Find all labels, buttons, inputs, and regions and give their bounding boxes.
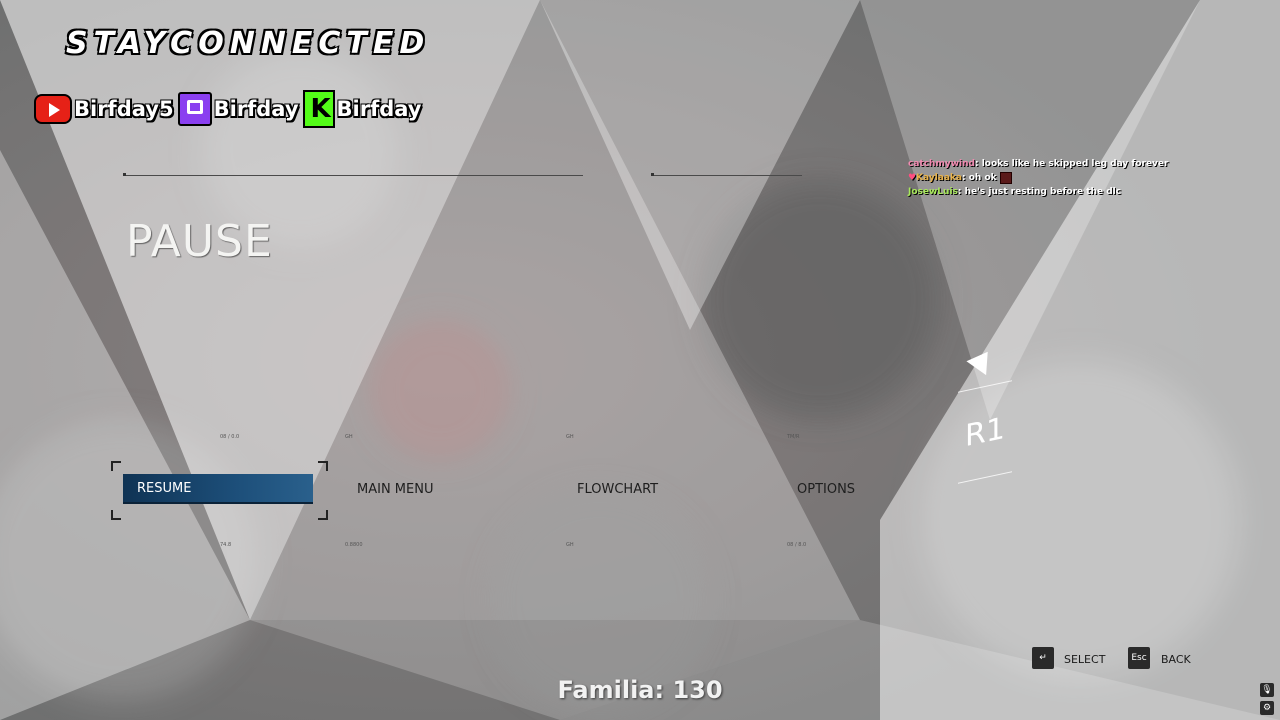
enter-key-icon: ↵ <box>1032 647 1054 669</box>
header-divider-right <box>652 175 802 176</box>
microphone-icon: 🎙 <box>1260 683 1274 697</box>
menu-item-label: RESUME <box>137 480 192 496</box>
familia-counter: Familia: 130 <box>557 676 723 704</box>
r1-label: R1 <box>965 410 1005 454</box>
select-hint[interactable]: SELECT <box>1064 653 1106 666</box>
menu-item-flowchart[interactable]: FLOWCHART <box>563 474 753 504</box>
divider-node <box>651 173 654 176</box>
micro-label: GH <box>566 542 574 548</box>
youtube-handle: Birfday5 <box>74 97 174 121</box>
youtube-icon <box>34 94 72 124</box>
kick-icon: K <box>302 90 335 128</box>
back-hint[interactable]: BACK <box>1161 653 1191 666</box>
twitch-handle: Birfday <box>213 97 299 121</box>
micro-label: 08 / 8.0 <box>787 542 807 548</box>
twitch-icon <box>177 92 212 126</box>
header-divider-left <box>123 175 583 176</box>
social-youtube: Birfday5 <box>34 94 174 124</box>
chat-message: catchmywind: looks like he skipped leg d… <box>908 159 1169 169</box>
chat-message: ♥Kaylaaka: oh ok <box>908 171 1168 185</box>
chat-username: catchmywind <box>908 159 975 169</box>
esc-key-icon: Esc <box>1128 647 1150 669</box>
micro-label: TM/R <box>787 434 800 440</box>
social-twitch: Birfday <box>177 92 299 126</box>
chat-username: JosewLuis <box>908 187 958 197</box>
chat-username: Kaylaaka <box>916 173 963 183</box>
chat-text: looks like he skipped leg day forever <box>981 159 1169 169</box>
chat-text: oh ok <box>968 173 997 183</box>
micro-label: GH <box>345 434 353 440</box>
selection-bracket <box>111 461 121 471</box>
micro-label: 08 / 0.0 <box>220 434 240 440</box>
kick-handle: Birfday <box>336 97 422 121</box>
chat-text: he's just resting before the dlc <box>964 187 1122 197</box>
emote-icon <box>999 171 1012 184</box>
divider-node <box>123 173 126 176</box>
micro-label: 74.8 <box>220 542 232 548</box>
r1-button-prompt[interactable]: R1 <box>958 380 1012 484</box>
micro-label: 0.8800 <box>345 542 363 548</box>
heart-icon: ♥ <box>908 173 917 183</box>
social-handles: Birfday5 Birfday K Birfday <box>34 90 425 128</box>
menu-item-label: OPTIONS <box>797 481 856 497</box>
chat-message: JosewLuis: he's just resting before the … <box>908 187 1122 197</box>
menu-item-resume[interactable]: RESUME <box>123 474 313 504</box>
stream-brand-title: STAYCONNECTED <box>66 26 431 61</box>
menu-item-label: MAIN MENU <box>357 481 434 497</box>
page-title: PAUSE <box>126 216 273 267</box>
chat-overlay: catchmywind: looks like he skipped leg d… <box>908 157 1168 199</box>
menu-item-label: FLOWCHART <box>577 481 659 497</box>
selection-bracket <box>318 510 328 520</box>
menu-item-main-menu[interactable]: MAIN MENU <box>343 474 533 504</box>
menu-item-options[interactable]: OPTIONS <box>783 474 973 504</box>
settings-icon: ⚙ <box>1260 701 1274 715</box>
selection-bracket <box>111 510 121 520</box>
social-kick: K Birfday <box>302 90 422 128</box>
micro-label: GH <box>566 434 574 440</box>
selection-bracket <box>318 461 328 471</box>
